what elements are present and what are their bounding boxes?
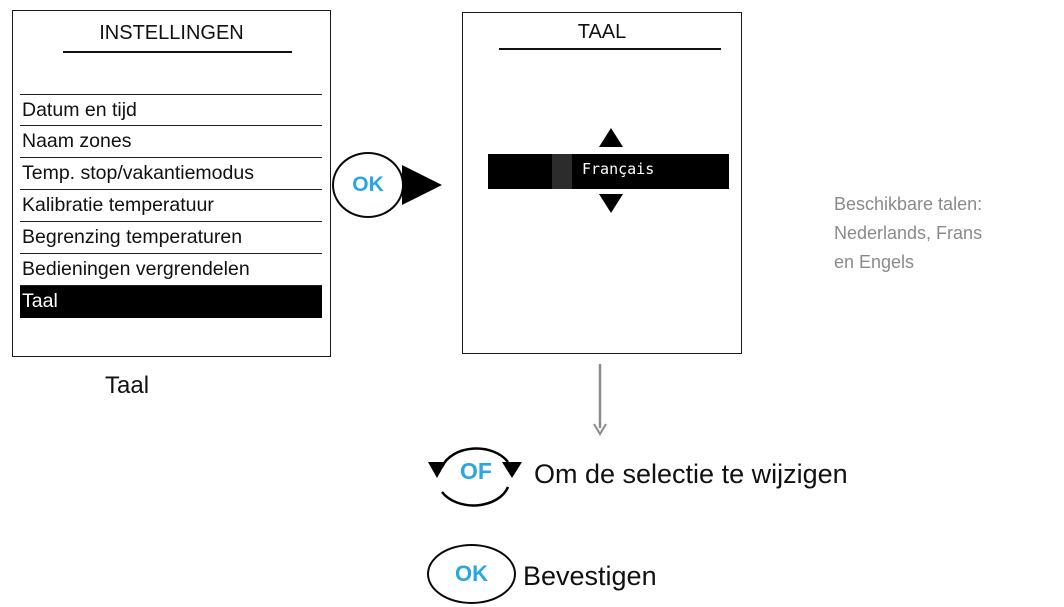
arrow-down-icon xyxy=(593,364,607,436)
language-title: TAAL xyxy=(577,21,627,43)
cursor-block xyxy=(552,154,572,189)
menu-item-kalibratie[interactable]: Kalibratie temperatuur xyxy=(20,190,322,222)
note-line-1: Beschikbare talen: xyxy=(834,194,983,214)
menu-item-begrenzing[interactable]: Begrenzing temperaturen xyxy=(20,222,322,254)
step-2-text: Bevestigen xyxy=(523,561,657,591)
ok-button[interactable]: OK xyxy=(332,152,404,218)
ok-confirm-button[interactable]: OK xyxy=(427,544,516,604)
triangle-up-icon[interactable] xyxy=(598,126,624,148)
settings-screen: INSTELLINGEN Datum en tijd Naam zones Te… xyxy=(12,10,331,357)
title-underline xyxy=(499,48,721,50)
title-underline xyxy=(63,51,292,53)
menu-item-temp-stop[interactable]: Temp. stop/vakantiemodus xyxy=(20,158,322,190)
menu-item-taal[interactable]: Taal xyxy=(20,286,322,318)
triangle-down-icon[interactable] xyxy=(598,193,624,215)
settings-title: INSTELLINGEN xyxy=(99,22,244,44)
language-value: Français xyxy=(582,160,655,178)
rotate-arrows-icon xyxy=(428,447,522,507)
language-selection-bar[interactable]: Français xyxy=(488,154,729,189)
language-screen: TAAL Français xyxy=(462,12,742,354)
settings-menu-list: Datum en tijd Naam zones Temp. stop/vaka… xyxy=(20,94,322,318)
menu-item-naam-zones[interactable]: Naam zones xyxy=(20,126,322,158)
note-line-2: Nederlands, Frans xyxy=(834,223,983,243)
menu-item-datum-en-tijd[interactable]: Datum en tijd xyxy=(20,94,322,126)
settings-caption: Taal xyxy=(105,372,150,399)
of-button[interactable]: OF xyxy=(460,458,492,484)
triangle-right-icon xyxy=(402,165,442,205)
step-1-text: Om de selectie te wijzigen xyxy=(534,459,848,489)
menu-item-vergrendelen[interactable]: Bedieningen vergrendelen xyxy=(20,254,322,286)
available-languages-note: Beschikbare talen: Nederlands, Frans en … xyxy=(834,190,1064,277)
note-line-3: en Engels xyxy=(834,252,915,272)
